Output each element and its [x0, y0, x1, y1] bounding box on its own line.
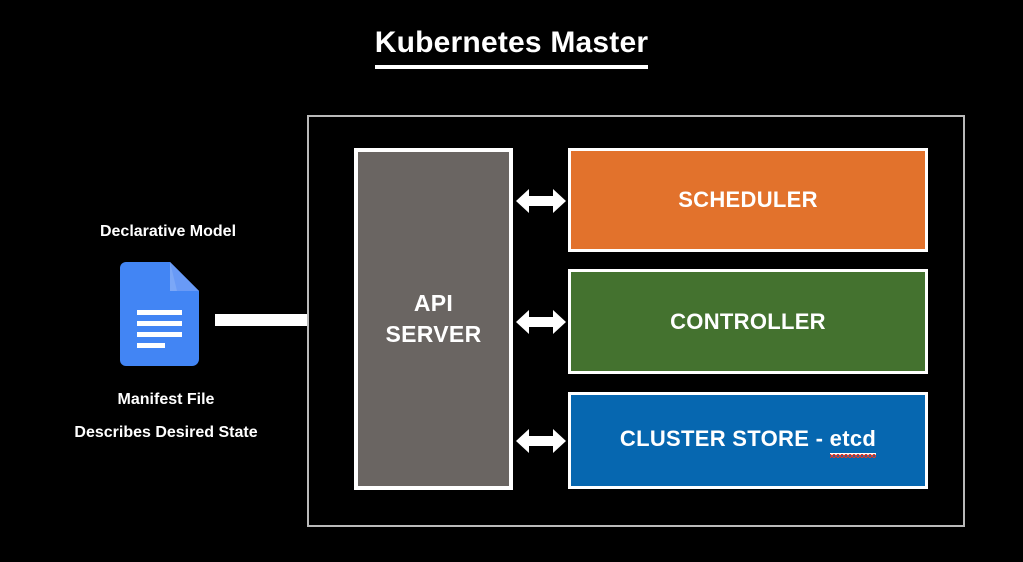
etcd-misspelled-word: etcd	[829, 426, 877, 458]
manifest-caption-line-2: Describes Desired State	[74, 424, 258, 441]
cluster-store-label-prefix: CLUSTER STORE -	[619, 426, 830, 451]
page-title: Kubernetes Master	[0, 24, 1023, 69]
bidirectional-arrow-scheduler	[516, 186, 566, 216]
page-title-text: Kubernetes Master	[374, 24, 649, 69]
api-server-box[interactable]: API SERVER	[354, 148, 513, 490]
input-arrow	[215, 303, 351, 337]
controller-label: CONTROLLER	[670, 308, 826, 334]
bidirectional-arrow-controller	[516, 307, 566, 337]
api-server-label-line-2: SERVER	[385, 321, 482, 347]
cluster-store-label: CLUSTER STORE - etcd	[619, 426, 877, 458]
api-server-label: API SERVER	[386, 288, 482, 350]
manifest-caption: Manifest File Describes Desired State	[0, 383, 332, 449]
document-icon	[120, 262, 199, 366]
api-server-label-line-1: API	[413, 290, 454, 316]
declarative-model-label: Declarative Model	[99, 223, 237, 240]
scheduler-label: SCHEDULER	[678, 187, 818, 212]
bidirectional-arrow-cluster-store	[516, 426, 566, 456]
cluster-store-box[interactable]: CLUSTER STORE - etcd	[568, 392, 928, 489]
scheduler-box[interactable]: SCHEDULER	[568, 148, 928, 252]
controller-box[interactable]: CONTROLLER	[568, 269, 928, 374]
manifest-caption-line-1: Manifest File	[117, 391, 215, 408]
